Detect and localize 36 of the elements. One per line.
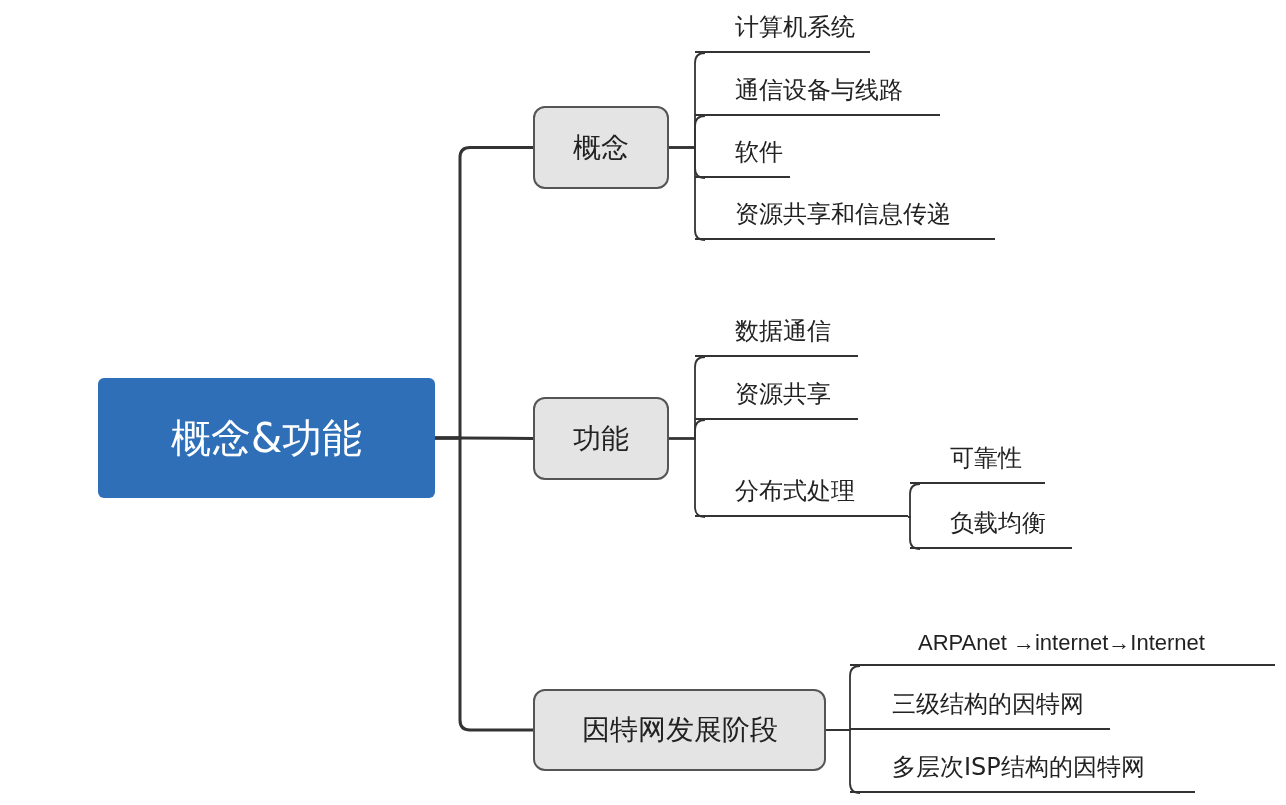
connector-line — [825, 729, 861, 794]
node-label: 概念&功能 — [170, 413, 363, 463]
underlined-subtopic — [695, 75, 940, 116]
node-label: ARPAnet →internet→Internet — [918, 630, 1205, 656]
connector-line — [668, 437, 706, 518]
underlined-subtopic — [695, 12, 870, 53]
node-label: 数据通信 — [735, 316, 831, 347]
node-label: 概念 — [573, 129, 629, 166]
underlined-subtopic — [695, 476, 908, 517]
connector-line — [668, 146, 706, 241]
node-label: 可靠性 — [950, 443, 1022, 474]
underlined-subtopic — [850, 752, 1195, 793]
underlined-subtopic — [695, 379, 858, 420]
topic-box — [533, 106, 669, 189]
underlined-subtopic — [910, 443, 1045, 484]
node-label: 计算机系统 — [735, 12, 855, 43]
topic-box — [533, 397, 669, 480]
node-label: 通信设备与线路 — [735, 75, 903, 106]
node-label: 因特网发展阶段 — [581, 712, 778, 748]
node-label: 多层次ISP结构的因特网 — [892, 752, 1145, 783]
node-label: 软件 — [735, 137, 783, 168]
root-topic-box — [98, 378, 435, 498]
connector-line — [907, 516, 921, 550]
underlined-subtopic — [695, 316, 858, 357]
connector-line — [435, 436, 533, 732]
underlined-subtopic — [695, 199, 995, 240]
node-label: 功能 — [573, 420, 629, 457]
node-label: 资源共享和信息传递 — [735, 199, 951, 230]
underlined-subtopic — [910, 508, 1072, 549]
node-label: 负载均衡 — [950, 508, 1046, 539]
topic-box — [533, 689, 826, 771]
underlined-subtopic — [850, 689, 1110, 730]
node-label: 分布式处理 — [735, 476, 855, 507]
node-label: 资源共享 — [735, 379, 831, 410]
node-label: 三级结构的因特网 — [892, 689, 1084, 720]
underlined-subtopic — [695, 137, 790, 178]
